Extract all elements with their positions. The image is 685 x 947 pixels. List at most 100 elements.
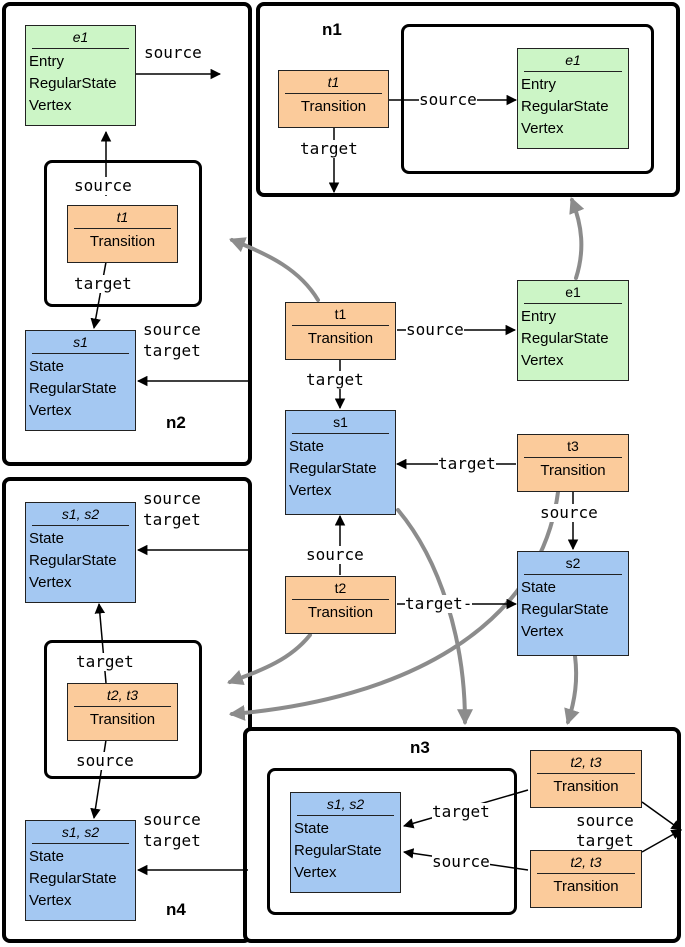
frame-title-n2: n2 — [166, 413, 186, 432]
node-body: State RegularState Vertex — [26, 354, 135, 422]
edge-label-t2-target: target- — [405, 594, 473, 613]
node-line: Transition — [89, 711, 156, 728]
node-header: s1, s2 — [32, 824, 129, 844]
frame-title-n4: n4 — [166, 900, 186, 919]
node-line: Vertex — [289, 482, 332, 499]
node-body: Transition — [531, 874, 641, 898]
edge-label-n3-out-source: source — [576, 811, 634, 830]
edge-label-n2-e1-source: source — [144, 43, 202, 62]
node-line: Entry — [521, 308, 557, 325]
node-header: t1 — [292, 306, 389, 326]
node-n3-t23-bot: t2, t3 Transition — [530, 850, 642, 908]
node-line: Entry — [29, 53, 65, 70]
node-line: RegularState — [29, 75, 117, 92]
node-line: Vertex — [29, 892, 72, 909]
node-line: State — [289, 438, 325, 455]
edge-label-n2-t1-target: target — [74, 274, 132, 293]
edge-label-n3-source: source — [432, 852, 490, 871]
node-header: s1 — [292, 414, 389, 434]
node-line: State — [521, 579, 557, 596]
node-line: Vertex — [521, 352, 564, 369]
node-line: State — [294, 820, 330, 837]
node-n3-s12: s1, s2 State RegularState Vertex — [290, 792, 401, 893]
node-e1: e1 Entry RegularState Vertex — [517, 280, 629, 381]
node-body: State RegularState Vertex — [26, 526, 135, 594]
node-header: e1 — [32, 29, 129, 49]
node-body: State RegularState Vertex — [26, 844, 135, 912]
node-n1-e1: e1 Entry RegularState Vertex — [517, 48, 629, 149]
edge-label-n2-s1-target: target — [143, 341, 201, 360]
node-line: RegularState — [294, 842, 382, 859]
node-s1: s1 State RegularState Vertex — [285, 410, 396, 515]
node-header: t1 — [285, 74, 382, 94]
mapping-arrow-s1-to-n3 — [396, 508, 473, 726]
node-body: Transition — [68, 229, 177, 253]
node-n2-e1: e1 Entry RegularState Vertex — [25, 25, 136, 126]
node-line: RegularState — [289, 460, 377, 477]
node-body: Transition — [68, 707, 177, 731]
node-body: State RegularState Vertex — [518, 575, 628, 643]
node-body: State RegularState Vertex — [286, 434, 395, 502]
node-line: Transition — [553, 778, 619, 795]
node-line: Vertex — [29, 97, 72, 114]
edge-label-t3-source: source — [540, 503, 598, 522]
node-line: Transition — [89, 233, 156, 250]
node-line: Transition — [307, 330, 374, 347]
node-body: Transition — [279, 94, 388, 118]
node-header: e1 — [524, 284, 622, 304]
node-header: t1 — [74, 209, 171, 229]
node-header: s1 — [32, 334, 129, 354]
node-header: e1 — [524, 52, 622, 72]
edge-label-t2-source: source — [306, 545, 364, 564]
edge-label-n4-t23-source: source — [76, 751, 134, 770]
edge-label-n1-t1-target: target — [300, 139, 358, 158]
node-body: Transition — [286, 326, 395, 350]
edge-label-n3-out-target: target — [576, 831, 634, 850]
node-header: t2, t3 — [74, 687, 171, 707]
node-body: Transition — [286, 600, 395, 624]
node-n1-t1: t1 Transition — [278, 70, 389, 128]
edge-label-n4-source-top: source — [143, 489, 201, 508]
edge-label-n2-s1-source: source — [143, 320, 201, 339]
edge-label-n4-source-bot: source — [143, 810, 201, 829]
node-body: Entry RegularState Vertex — [518, 304, 628, 372]
node-line: State — [29, 530, 65, 547]
node-n4-s12-bot: s1, s2 State RegularState Vertex — [25, 820, 136, 921]
edge-label-t1-source: source — [406, 320, 464, 339]
node-n2-s1: s1 State RegularState Vertex — [25, 330, 136, 431]
node-header: s2 — [524, 555, 622, 575]
node-n2-t1: t1 Transition — [67, 205, 178, 263]
edge-label-n3-target: target — [432, 802, 490, 821]
node-line: RegularState — [521, 330, 609, 347]
node-header: s1, s2 — [297, 796, 394, 816]
mapping-arrow-e1-to-n1 — [569, 197, 585, 280]
node-line: State — [29, 848, 65, 865]
edge-label-n4-t23-target: target — [76, 652, 134, 671]
edge-label-n4-target-bot: target — [143, 831, 201, 850]
node-header: s1, s2 — [32, 506, 129, 526]
node-s2: s2 State RegularState Vertex — [517, 551, 629, 656]
node-line: RegularState — [29, 870, 117, 887]
node-line: Entry — [521, 76, 557, 93]
node-body: State RegularState Vertex — [291, 816, 400, 884]
node-t2: t2 Transition — [285, 576, 396, 634]
node-body: Transition — [518, 458, 628, 482]
node-line: Vertex — [521, 120, 564, 137]
edge-label-t1-target: target — [306, 370, 364, 389]
node-line: Vertex — [521, 623, 564, 640]
node-header: t2, t3 — [537, 754, 635, 774]
node-n4-s12-top: s1, s2 State RegularState Vertex — [25, 502, 136, 603]
node-t3: t3 Transition — [517, 434, 629, 492]
node-line: Transition — [307, 604, 374, 621]
edge-label-n4-target-top: target — [143, 510, 201, 529]
node-line: RegularState — [29, 380, 117, 397]
node-body: Entry RegularState Vertex — [518, 72, 628, 140]
node-body: Entry RegularState Vertex — [26, 49, 135, 117]
mapping-arrow-s2-to-n3 — [564, 654, 580, 726]
node-line: Transition — [300, 98, 367, 115]
edge-label-n2-t1-source: source — [74, 176, 132, 195]
node-header: t2 — [292, 580, 389, 600]
edge-label-n1-t1-source: source — [419, 90, 477, 109]
node-header: t2, t3 — [537, 854, 635, 874]
node-line: State — [29, 358, 65, 375]
